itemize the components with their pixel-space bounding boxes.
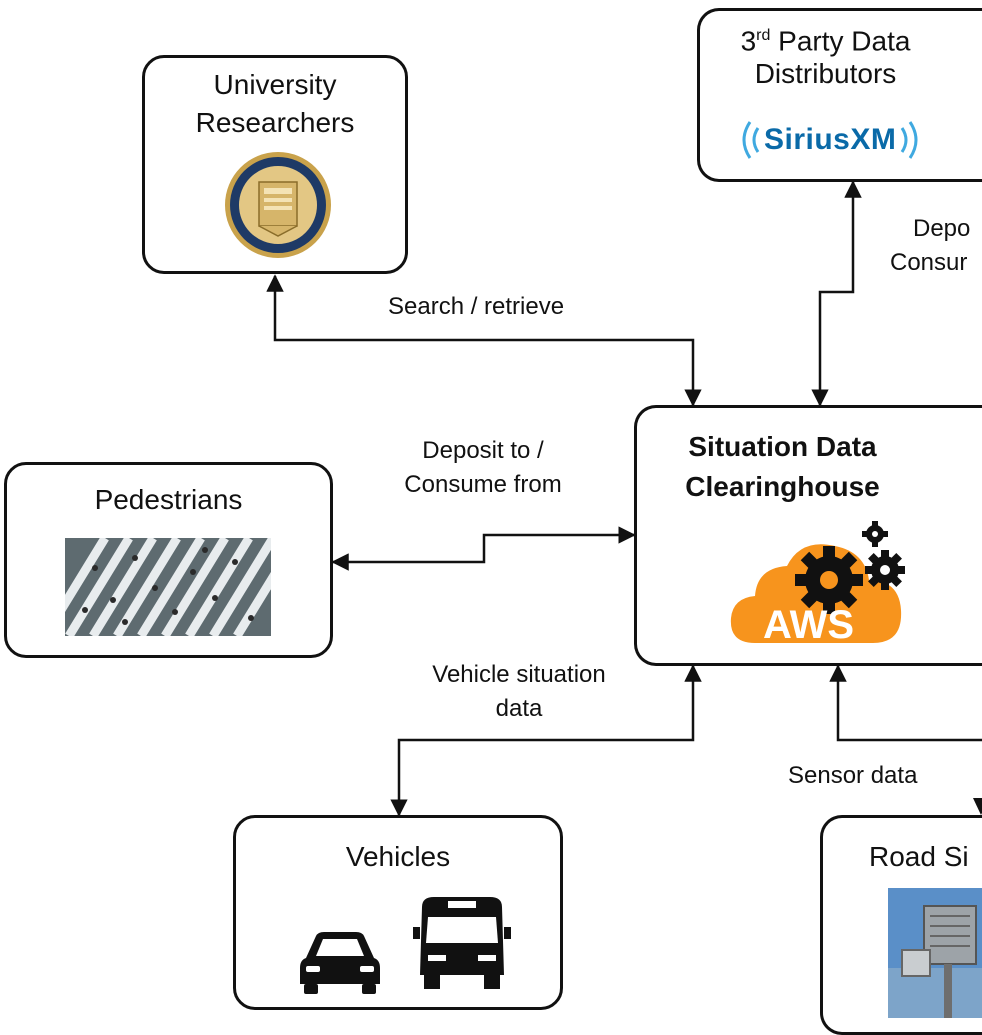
vehicles-title: Vehicles bbox=[345, 841, 451, 872]
researchers-node: University Researchers bbox=[142, 55, 408, 274]
distributors-sup: rd bbox=[756, 27, 771, 44]
label-deposit-line2: Consume from bbox=[404, 471, 562, 498]
connector-researchers bbox=[266, 274, 702, 407]
distributors-prefix: 3 bbox=[740, 25, 757, 57]
distributors-title-line1: 3rd Party Data bbox=[700, 17, 951, 60]
distributors-node: 3rd Party Data Distributors SiriusXM bbox=[697, 8, 982, 182]
label-distributor-edge-line1: Depo bbox=[913, 215, 971, 242]
pedestrians-title: Pedestrians bbox=[94, 484, 243, 515]
connector-roadside bbox=[829, 664, 982, 742]
car-icon bbox=[300, 932, 380, 994]
label-search-retrieve: Search / retrieve bbox=[388, 293, 565, 320]
clearinghouse-node: Situation Data Clearinghouse bbox=[634, 405, 982, 666]
researchers-title-line1: University bbox=[213, 69, 337, 100]
connector-pedestrians bbox=[331, 526, 636, 571]
label-vehicle-data-line2: data bbox=[495, 695, 543, 722]
university-seal-icon bbox=[225, 152, 331, 258]
clearinghouse-title-line1: Situation Data bbox=[688, 431, 877, 462]
distributors-title-rest: Party Data bbox=[770, 25, 911, 57]
label-deposit-line1: Deposit to / bbox=[422, 437, 544, 464]
connector-vehicles bbox=[390, 664, 702, 817]
roadside-title: Road Si bbox=[869, 841, 969, 872]
label-sensor-data: Sensor data bbox=[788, 762, 918, 789]
roadside-node: Road Si bbox=[820, 815, 982, 1035]
pedestrians-node: Pedestrians bbox=[4, 462, 333, 658]
siriusxm-wordmark: SiriusXM bbox=[764, 123, 897, 156]
radio-waves-right-icon bbox=[901, 121, 918, 159]
label-distributor-edge-line2: Consur bbox=[890, 249, 968, 276]
radio-waves-left-icon bbox=[742, 121, 760, 159]
roadside-sensor-photo-icon bbox=[888, 888, 982, 1018]
pedestrian-crosswalk-photo-icon bbox=[65, 538, 271, 636]
van-icon bbox=[413, 897, 511, 989]
researchers-title-line2: Researchers bbox=[195, 107, 355, 138]
label-vehicle-data-line1: Vehicle situation bbox=[432, 661, 606, 688]
connector-distributors bbox=[811, 180, 862, 407]
siriusxm-logo: SiriusXM bbox=[736, 115, 924, 165]
aws-wordmark: AWS bbox=[763, 603, 854, 647]
distributors-title-line2: Distributors bbox=[754, 58, 897, 89]
clearinghouse-title-line2: Clearinghouse bbox=[685, 471, 880, 502]
aws-cloud-gears-icon: AWS bbox=[730, 521, 905, 647]
vehicles-node: Vehicles bbox=[233, 815, 563, 1010]
roadside-arrowhead bbox=[973, 798, 982, 815]
